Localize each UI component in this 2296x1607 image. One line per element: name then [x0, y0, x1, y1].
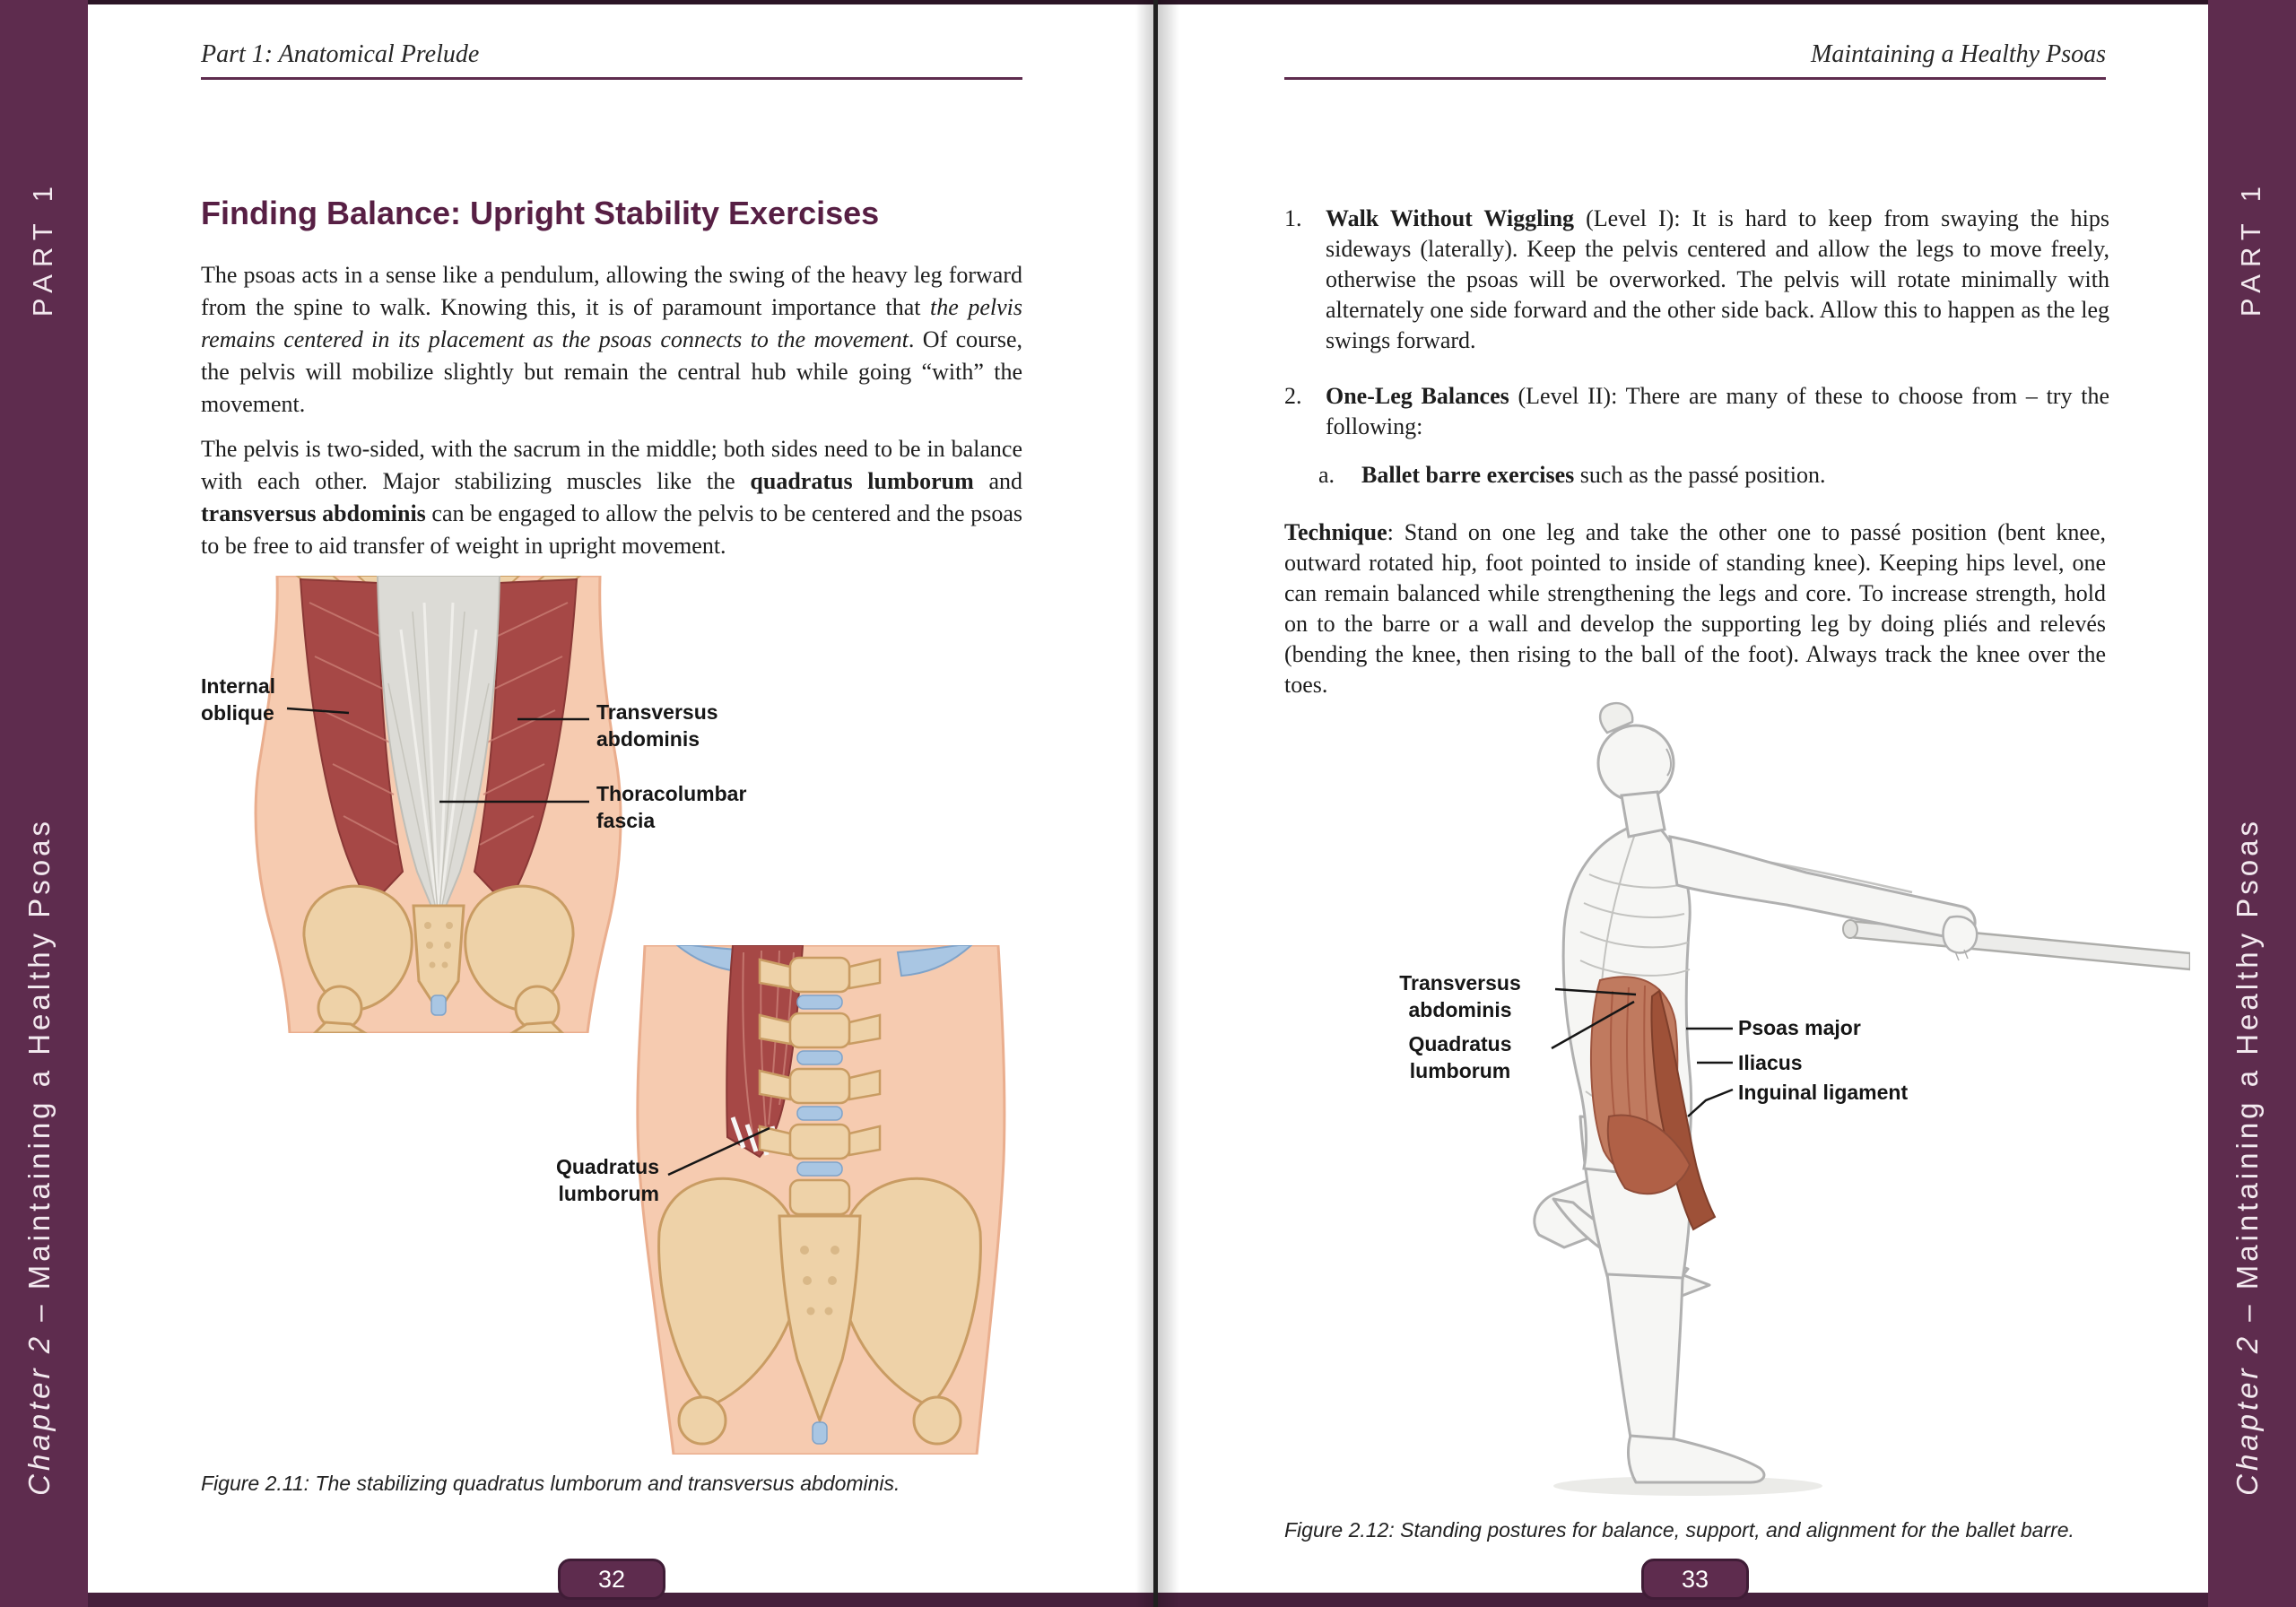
chapter-tab-right: Chapter 2 – Maintaining a Healthy Psoas: [2231, 818, 2265, 1496]
head: [1596, 724, 1675, 803]
label-inguinal-ligament: Inguinal ligament: [1738, 1081, 1909, 1104]
figure-2-11-caption: Figure 2.11: The stabilizing quadratus l…: [201, 1472, 900, 1495]
sublist-text: Ballet barre exercises such as the passé…: [1361, 462, 1826, 488]
label-psoas-major: Psoas major: [1738, 1016, 1861, 1039]
label-iliacus: Iliacus: [1738, 1051, 1803, 1074]
hand-on-barre: [1942, 915, 1979, 954]
list-item-1: 1. Walk Without Wiggling (Level I): It i…: [1284, 204, 2109, 356]
arm-to-barre: [1668, 835, 1977, 942]
page-right: Maintaining a Healthy Psoas 1. Walk With…: [1161, 4, 2208, 1600]
lumbar-vertebrae: [758, 956, 882, 1216]
figure-2-12-caption: Figure 2.12: Standing postures for balan…: [1284, 1518, 2074, 1542]
ballet-barre-illustration: [1533, 701, 2190, 1496]
page-number-badge: 33: [1641, 1559, 1749, 1600]
list-number: 1.: [1284, 205, 1302, 231]
chapter-title: – Maintaining a Healthy Psoas: [2231, 818, 2264, 1333]
sublist-letter: a.: [1318, 462, 1335, 488]
gutter-shade-left: [1135, 0, 1153, 1607]
chapter-number: Chapter 2: [2231, 1333, 2264, 1496]
chapter-number: Chapter 2: [22, 1333, 56, 1496]
technique-paragraph: Technique: Stand on one leg and take the…: [1284, 519, 2106, 698]
sublist-item-a: a. Ballet barre exercises such as the pa…: [1318, 460, 2090, 491]
part-tab-left: PART 1: [27, 179, 58, 317]
pelvis-bones: [657, 1177, 982, 1446]
top-border-band: [0, 0, 2296, 4]
pelvis-bones: [302, 884, 575, 1033]
iliacus-shape: [1606, 1114, 1692, 1195]
running-header-left: Part 1: Anatomical Prelude: [201, 40, 480, 68]
list-number: 2.: [1284, 383, 1302, 409]
running-header-right: Maintaining a Healthy Psoas: [1811, 40, 2106, 68]
sidebar-right: PART 1 Chapter 2 – Maintaining a Healthy…: [2208, 0, 2296, 1607]
paragraph-2: The pelvis is two-sided, with the sacrum…: [201, 436, 1023, 559]
gutter-shade-right: [1158, 0, 1179, 1607]
list-item-2: 2. One-Leg Balances (Level II): There ar…: [1284, 381, 2109, 442]
label-transversus-abdominis: Transversus abdominis: [1399, 971, 1521, 1021]
list-text: Walk Without Wiggling (Level I): It is h…: [1326, 205, 2109, 353]
figure-2-12: Transversus abdominis Quadratus lumborum…: [1284, 695, 2190, 1507]
label-internal-oblique: Internal oblique: [201, 674, 276, 725]
label-quadratus-lumborum: Quadratus lumborum: [1408, 1032, 1512, 1082]
lumbar-posterior-illustration: [636, 945, 1006, 1455]
psoas-major-shape: [1650, 989, 1717, 1231]
chapter-title: – Maintaining a Healthy Psoas: [22, 818, 56, 1333]
section-heading: Finding Balance: Upright Stability Exerc…: [201, 195, 880, 231]
label-quadratus-lumborum: Quadratus lumborum: [555, 1155, 659, 1205]
header-rule-left: [201, 77, 1022, 80]
intervertebral-discs: [796, 995, 843, 1177]
paragraph-1: The psoas acts in a sense like a pendulu…: [201, 262, 1022, 417]
page-number-badge: 32: [558, 1559, 665, 1600]
hair-bun: [1599, 701, 1634, 734]
header-rule-right: [1284, 77, 2106, 80]
thoracolumbar-fascia-shape: [376, 576, 501, 926]
label-thoracolumbar-fascia: Thoracolumbar fascia: [596, 782, 747, 832]
part-tab-right: PART 1: [2235, 179, 2266, 317]
label-transversus-abdominis: Transversus abdominis: [596, 700, 718, 751]
figure-2-11: Internal oblique Transversus abdominis T…: [201, 576, 1022, 1472]
page-left: Part 1: Anatomical Prelude Finding Balan…: [88, 4, 1153, 1600]
page-gutter: [1153, 0, 1158, 1607]
sidebar-left: PART 1 Chapter 2 – Maintaining a Healthy…: [0, 0, 88, 1607]
torso-anterior-illustration: [254, 576, 622, 1033]
list-text: One-Leg Balances (Level II): There are m…: [1326, 383, 2109, 439]
chapter-tab-left: Chapter 2 – Maintaining a Healthy Psoas: [22, 818, 57, 1496]
